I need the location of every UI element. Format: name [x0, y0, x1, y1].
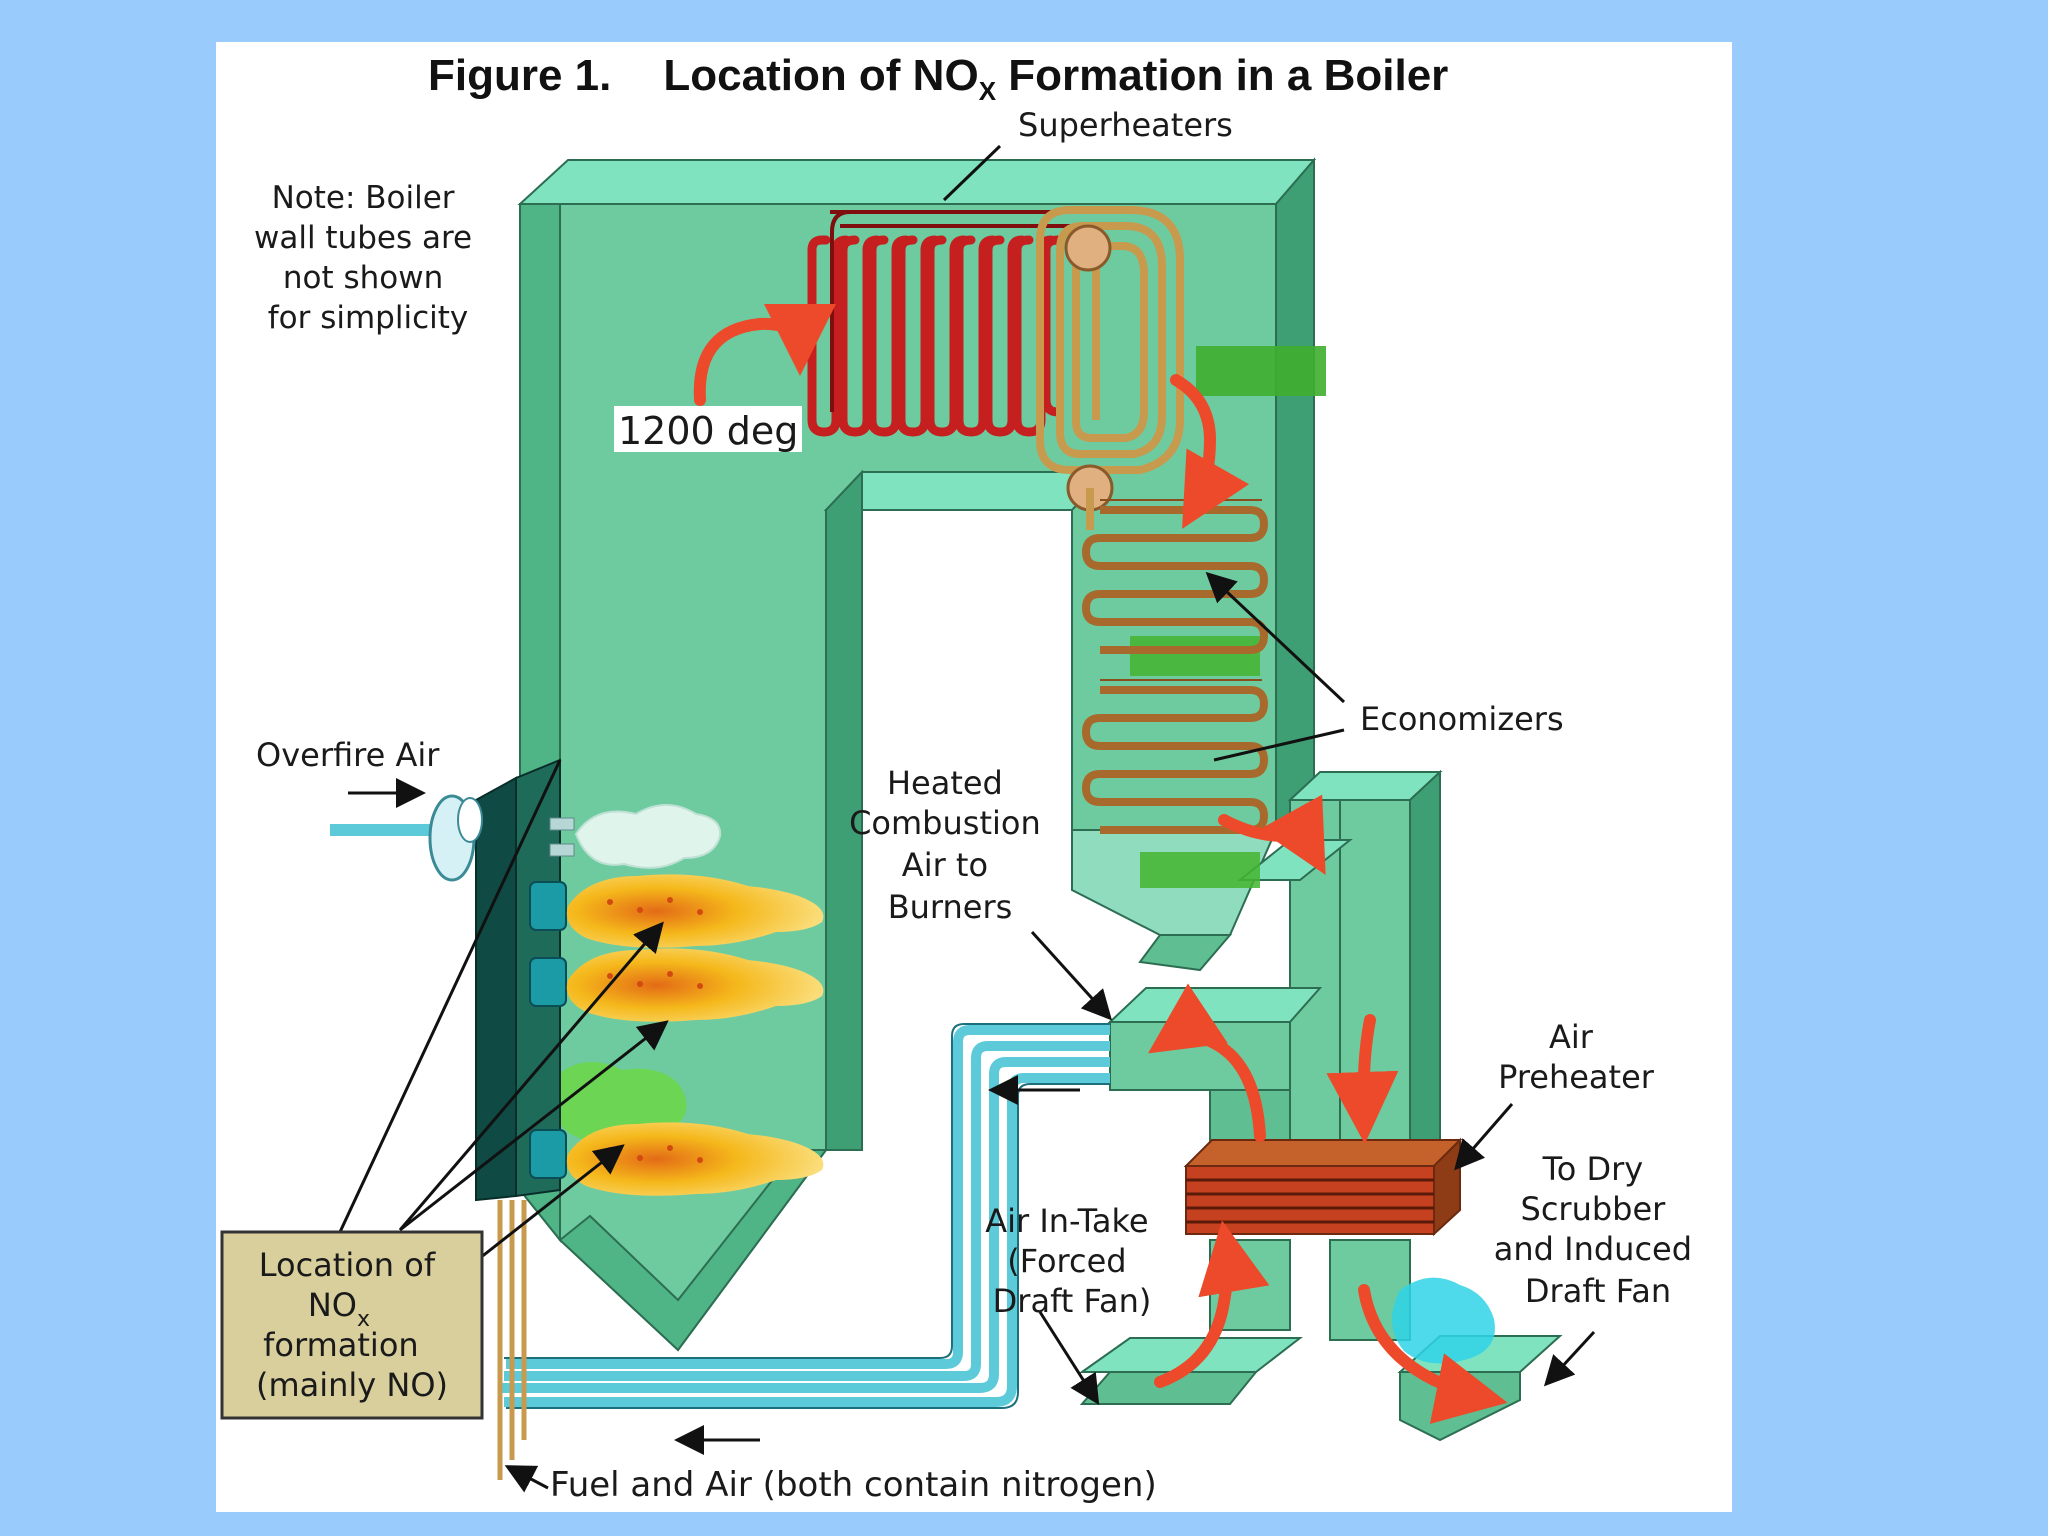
superheater-header-top [1064, 224, 1112, 272]
dry-scrubber-label: To Dry Scrubber and Induced Draft Fan [1494, 1150, 1702, 1310]
economizer-lower [1081, 686, 1269, 834]
heated-air-label: Heated Combustion Air to Burners [849, 764, 1051, 926]
duct-vertical-side [1409, 769, 1441, 1173]
superheater-dark-coils [830, 210, 1090, 412]
partition-side [825, 469, 863, 1151]
burner-nozzle-2 [529, 957, 567, 1007]
overfire-air-label: Overfire Air [256, 736, 440, 774]
nox-location-label: Location of NOx formation (mainly NO) [256, 1246, 448, 1404]
flow-arrows [693, 303, 1508, 1424]
temperature-bg [614, 406, 802, 452]
backpass-hopper-bottom [1138, 934, 1233, 972]
air-intake-label: Air In-Take (Forced Draft Fan) [985, 1202, 1159, 1320]
air-pipes [502, 1025, 1110, 1407]
economizers [1081, 499, 1269, 834]
nox-location-box [220, 1230, 484, 1420]
flow-arrow-furnace [693, 303, 836, 406]
flow-arrow-exit [1358, 1284, 1508, 1424]
preheater-front [1185, 1165, 1435, 1235]
superheaters-label: Superheaters [1018, 106, 1233, 144]
superheater-tan-coils [1036, 206, 1184, 474]
boiler-right-face [1275, 157, 1315, 833]
figure-title: Figure 1.Location of NOX Formation in a … [428, 51, 1448, 106]
flow-arrow-superheater-down [1170, 374, 1250, 529]
air-preheater [1183, 1137, 1463, 1237]
partition-top [823, 471, 1111, 511]
flow-arrow-economizer-out [1218, 794, 1326, 875]
air-pipes-outline [504, 1023, 1110, 1409]
pointer-arrows [338, 144, 1596, 1493]
windbox-front [475, 776, 517, 1202]
preheater-top [1183, 1139, 1463, 1167]
economizers-label: Economizers [1360, 700, 1564, 738]
green-patch-2 [1130, 636, 1260, 676]
air-preheater-label: Air Preheater [1498, 1018, 1655, 1096]
overfire-air-nozzle [330, 794, 483, 882]
fuel-feed-lines [497, 1200, 527, 1480]
intake-base-front [1079, 1371, 1259, 1405]
burner-nozzles [529, 881, 567, 1179]
flow-arrow-heated-air [1148, 983, 1266, 1142]
green-patch-1 [1196, 346, 1326, 396]
preheater-fins [1186, 1178, 1434, 1224]
burner-nozzle-1 [529, 881, 567, 931]
overfire-puff [574, 804, 722, 869]
flow-arrow-intake-up [1154, 1220, 1270, 1388]
superheater-red-coils [807, 235, 1063, 437]
economizer-upper [1081, 506, 1269, 654]
superheaters [807, 206, 1184, 530]
green-patch-3 [1140, 852, 1260, 888]
fuel-and-air-label: Fuel and Air (both contain nitrogen) [550, 1465, 1157, 1505]
small-nozzles [549, 817, 575, 857]
flow-arrow-duct-down [1326, 1014, 1399, 1144]
boiler-top-face [517, 159, 1317, 205]
note-text: Note: Boiler wall tubes are not shown fo… [254, 180, 482, 336]
flame-3 [566, 1122, 824, 1196]
flame-2 [566, 948, 824, 1022]
burner-nozzle-3 [529, 1129, 567, 1179]
induced-fan-blob [1391, 1277, 1495, 1364]
flames [566, 874, 824, 1196]
temperature-label: 1200 deg [618, 409, 798, 453]
heated-air-block-top [1107, 987, 1323, 1023]
flame-1 [566, 874, 824, 948]
